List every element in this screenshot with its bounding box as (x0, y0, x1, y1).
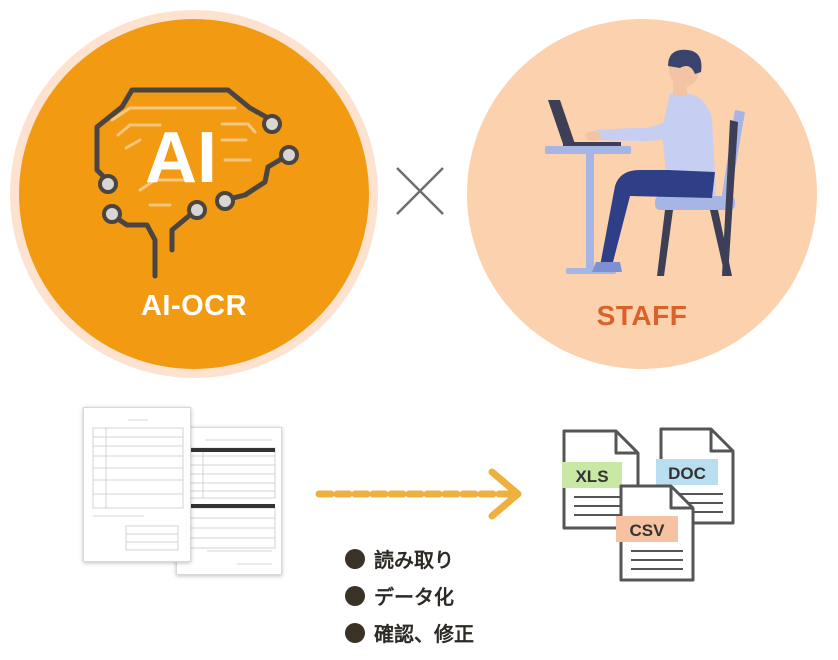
list-item: データ化 (345, 577, 474, 614)
step-label: データ化 (374, 585, 454, 609)
staff-label: STAFF (596, 300, 688, 331)
bullet-icon (345, 622, 365, 643)
bullet-icon (345, 548, 365, 569)
ai-icon-text: AI (145, 118, 217, 198)
step-label: 読み取り (374, 548, 454, 572)
ai-ocr-circle (19, 19, 369, 369)
multiply-icon (396, 167, 444, 215)
step-label: 確認、修正 (374, 622, 474, 646)
list-item: 読み取り (345, 540, 474, 577)
ai-ocr-label: AI-OCR (140, 290, 248, 322)
form-document-1 (83, 407, 191, 562)
bullet-icon (345, 585, 365, 606)
form-document-2 (176, 427, 282, 575)
xls-label: XLS (575, 467, 608, 486)
csv-file-icon: CSV (616, 484, 695, 582)
csv-label: CSV (630, 521, 666, 540)
list-item: 確認、修正 (345, 614, 474, 651)
process-steps-list: 読み取り データ化 確認、修正 (345, 540, 474, 651)
doc-label: DOC (668, 464, 706, 483)
